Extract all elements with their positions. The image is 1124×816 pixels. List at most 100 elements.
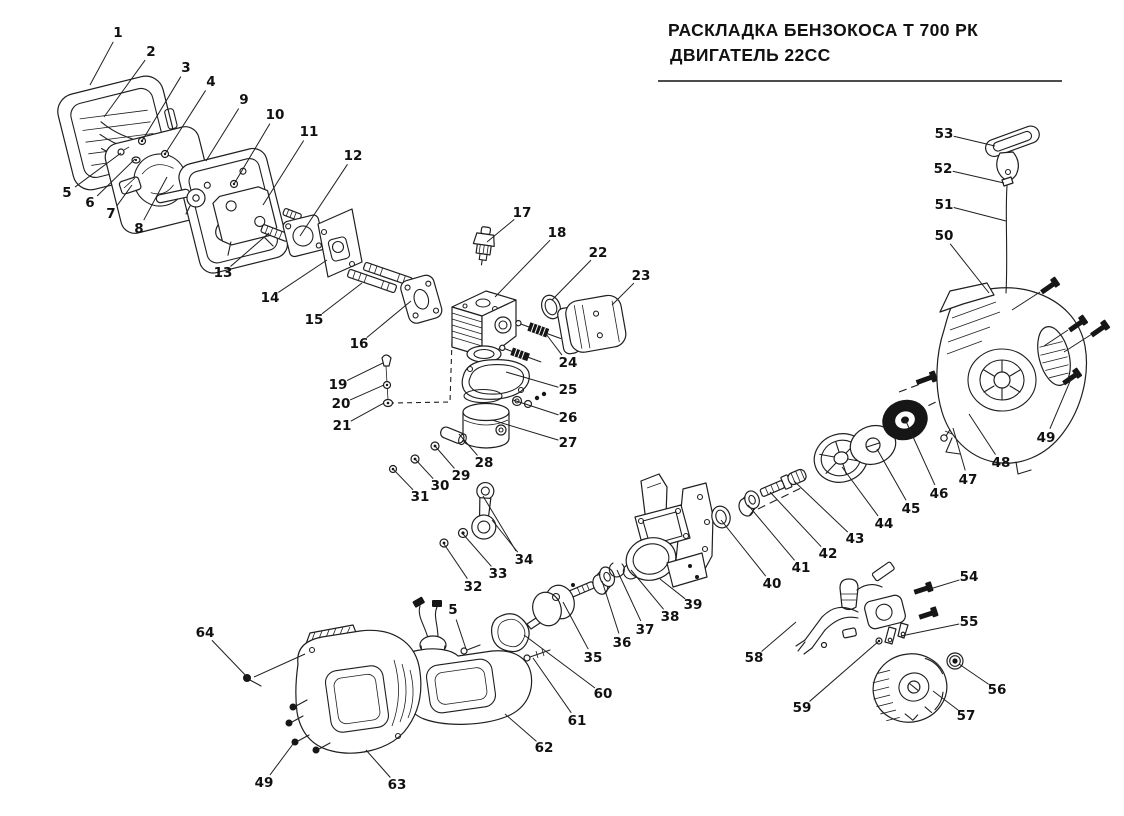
leader-line-7 <box>116 184 133 207</box>
leader-line-5 <box>74 152 122 188</box>
part-label-47: 47 <box>959 472 978 488</box>
leader-line-38 <box>630 569 664 610</box>
leader-line-63 <box>365 749 391 778</box>
part-label-20: 20 <box>332 396 351 412</box>
part-label-42: 42 <box>819 546 838 562</box>
fastener-cover-bolts <box>285 699 331 754</box>
part-label-45: 45 <box>902 501 921 517</box>
leader-line-37 <box>616 569 642 622</box>
part-label-53: 53 <box>935 126 954 142</box>
part-carburetor <box>282 214 326 258</box>
part-primer-valve-set <box>381 354 394 408</box>
part-bolt-dark-upper <box>915 370 938 385</box>
part-label-63: 63 <box>388 777 407 793</box>
fastener-coil-bolts <box>875 581 939 645</box>
leader-line-52 <box>952 170 1005 184</box>
part-label-29: 29 <box>452 468 471 484</box>
leader-line-15 <box>321 282 363 315</box>
part-label-49: 49 <box>255 775 274 791</box>
part-label-60: 60 <box>594 686 613 702</box>
part-label-5: 5 <box>62 185 71 201</box>
part-connecting-rod <box>471 481 517 552</box>
part-label-50: 50 <box>935 228 954 244</box>
part-label-24: 24 <box>559 355 578 371</box>
part-ignition-coil <box>839 561 909 645</box>
part-label-59: 59 <box>793 700 812 716</box>
part-label-22: 22 <box>589 245 608 261</box>
part-label-13: 13 <box>214 265 233 281</box>
part-starter-rope <box>1005 185 1008 294</box>
part-label-12: 12 <box>344 148 363 164</box>
part-label-28: 28 <box>475 455 494 471</box>
leader-line-39 <box>659 578 686 600</box>
leader-line-50 <box>949 243 990 294</box>
part-piston-rings-clips <box>463 388 547 409</box>
part-rope-guide <box>1001 176 1014 187</box>
part-label-8: 8 <box>134 221 143 237</box>
leader-line-34 <box>491 519 519 553</box>
part-fan-housing <box>936 282 1088 475</box>
part-label-19: 19 <box>329 377 348 393</box>
leader-line-6 <box>96 158 136 197</box>
part-base-gasket <box>461 359 530 400</box>
leader-line-41 <box>747 504 795 561</box>
part-label-9: 9 <box>239 92 248 108</box>
leader-line-25 <box>505 371 559 388</box>
part-label-43: 43 <box>846 531 865 547</box>
leader-line-19 <box>346 362 384 382</box>
leader-line-61 <box>532 657 572 714</box>
leader-line-56 <box>958 663 990 685</box>
part-label-58: 58 <box>745 650 764 666</box>
leader-line-29 <box>434 445 455 469</box>
part-label-11: 11 <box>300 124 319 140</box>
part-label-10: 10 <box>266 107 285 123</box>
leader-line-60 <box>523 634 596 689</box>
part-insulator-plate <box>400 274 443 324</box>
part-label-16: 16 <box>350 336 369 352</box>
part-label-38: 38 <box>661 609 680 625</box>
part-ball-bearing <box>592 566 616 595</box>
leader-line-43 <box>793 480 849 533</box>
part-tank-screw-5 <box>460 644 481 655</box>
part-label-35: 35 <box>584 650 603 666</box>
part-label-62: 62 <box>535 740 554 756</box>
part-label-6: 6 <box>85 195 94 211</box>
leader-line-14 <box>278 259 328 293</box>
part-muffler <box>557 294 627 355</box>
part-label-56: 56 <box>988 682 1007 698</box>
leader-line-11 <box>262 140 305 206</box>
leader-line-49 <box>1049 378 1072 429</box>
part-label-23: 23 <box>632 268 651 284</box>
leader-line-30 <box>414 458 434 480</box>
part-label-61: 61 <box>568 713 587 729</box>
leader-line-5 <box>455 619 467 650</box>
leader-line-24 <box>545 333 563 356</box>
part-label-52: 52 <box>934 161 953 177</box>
leader-line-3 <box>141 76 182 142</box>
leader-line-10 <box>233 123 271 185</box>
part-muffler-bolts-springs <box>499 319 562 363</box>
leader-line-1 <box>89 41 114 86</box>
leader-line-47 <box>952 427 966 471</box>
leader-line-16 <box>366 300 412 339</box>
leader-line-8 <box>143 176 168 221</box>
part-starter-handle <box>985 125 1040 181</box>
part-label-3: 3 <box>181 60 190 76</box>
leader-line-44 <box>841 466 879 517</box>
part-label-5: 5 <box>448 602 457 618</box>
part-bearing-small <box>738 490 760 517</box>
leader-line-42 <box>769 491 822 548</box>
part-label-1: 1 <box>113 25 122 41</box>
part-label-36: 36 <box>613 635 632 651</box>
part-label-51: 51 <box>935 197 954 213</box>
part-label-39: 39 <box>684 597 703 613</box>
leader-line-55 <box>900 623 960 637</box>
leader-line-51 <box>953 207 1007 222</box>
leader-line-62 <box>504 713 537 742</box>
part-label-7: 7 <box>106 206 115 222</box>
fastener-housing-bolts <box>1011 276 1111 386</box>
leader-line-17 <box>486 218 515 243</box>
title-block: РАСКЛАДКА БЕНЗОКОСА Т 700 РК ДВИГАТЕЛЬ 2… <box>658 20 1062 82</box>
leader-line-20 <box>349 384 385 401</box>
